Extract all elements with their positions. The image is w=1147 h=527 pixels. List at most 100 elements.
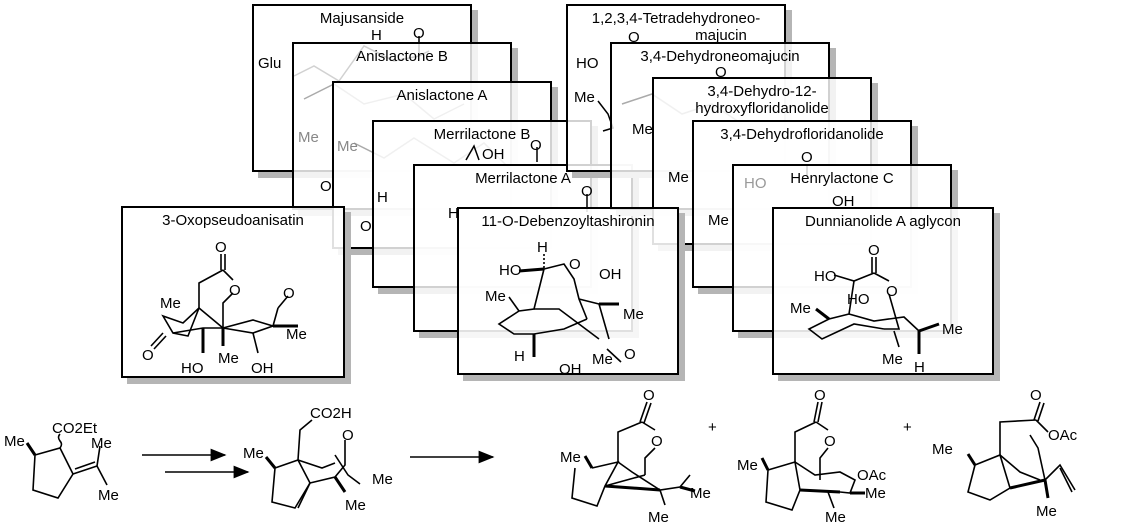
card-title: 1,2,3,4-Tetradehydroneo-majucin xyxy=(591,10,761,44)
svg-text:Me: Me xyxy=(98,487,119,504)
reaction-scheme: CO2Et Me Me Me CO2H O Me Me Me O O Me Me… xyxy=(4,387,1078,526)
svg-text:OH: OH xyxy=(599,266,622,283)
svg-text:OH: OH xyxy=(251,360,274,377)
svg-text:O: O xyxy=(413,25,425,42)
svg-text:Me: Me xyxy=(243,445,264,462)
structure-merrilactone-b: OH O H xyxy=(377,137,542,206)
svg-text:O: O xyxy=(624,346,636,363)
svg-text:O: O xyxy=(342,427,354,444)
svg-text:O: O xyxy=(801,149,813,166)
structure-henrylactone-c: OH HO xyxy=(744,175,855,210)
card-title: Dunnianolide A aglycon xyxy=(805,213,961,230)
card-title: Henrylactone C xyxy=(790,170,894,187)
svg-text:Me: Me xyxy=(4,433,25,450)
structure-3-oxopseudoanisatin: O O O Me Me O HO Me OH xyxy=(142,239,307,377)
structure-dunnianolide: O HO O HO Me Me Me H xyxy=(790,242,963,376)
svg-text:O: O xyxy=(868,242,880,259)
card-title: 3,4-Dehydroneomajucin xyxy=(640,48,800,65)
svg-text:O: O xyxy=(715,64,727,81)
svg-text:O: O xyxy=(581,183,593,200)
svg-text:OH: OH xyxy=(559,361,582,377)
svg-text:Me: Me xyxy=(790,300,811,317)
svg-text:O: O xyxy=(283,285,295,302)
svg-text:H: H xyxy=(514,348,525,365)
svg-text:O: O xyxy=(215,239,227,256)
card-title: Anislactone A xyxy=(396,87,488,104)
svg-text:O: O xyxy=(229,282,241,299)
svg-text:HO: HO xyxy=(814,268,837,285)
starting-material xyxy=(25,433,108,499)
svg-text:H: H xyxy=(537,239,548,256)
svg-text:Glu: Glu xyxy=(258,55,281,72)
svg-text:Me: Me xyxy=(708,212,729,229)
svg-text:Me: Me xyxy=(372,471,393,488)
product-2 xyxy=(760,401,865,511)
intermediate xyxy=(264,419,361,509)
svg-text:Me: Me xyxy=(345,497,366,514)
svg-text:Me: Me xyxy=(737,457,758,474)
svg-text:O: O xyxy=(814,387,826,404)
svg-text:Me: Me xyxy=(91,435,112,452)
card-11-o-debenzoyltashironin: 11-O-Debenzoyltashironin H O OH HO Me Me… xyxy=(457,207,679,377)
svg-text:Me: Me xyxy=(298,129,319,146)
card-title: Merrilactone A xyxy=(475,170,571,187)
card-title: 3,4-Dehydrofloridanolide xyxy=(720,126,884,143)
svg-text:CO2Et: CO2Et xyxy=(52,420,98,437)
card-title: 3-Oxopseudoanisatin xyxy=(162,212,304,229)
svg-text:Me: Me xyxy=(632,121,653,138)
svg-text:Me: Me xyxy=(648,509,669,526)
plus-sign: + xyxy=(903,419,912,436)
svg-text:Me: Me xyxy=(932,441,953,458)
svg-text:O: O xyxy=(1030,387,1042,404)
svg-text:O: O xyxy=(569,256,581,273)
svg-text:H: H xyxy=(448,205,459,222)
svg-text:Me: Me xyxy=(218,350,239,367)
svg-text:Me: Me xyxy=(485,288,506,305)
structure-tetradehydroneomajucin: O HO Me xyxy=(574,29,640,132)
svg-text:Me: Me xyxy=(160,295,181,312)
card-title: Anislactone B xyxy=(356,48,448,65)
svg-text:O: O xyxy=(530,137,542,154)
svg-text:Me: Me xyxy=(574,89,595,106)
svg-text:Me: Me xyxy=(337,138,358,155)
card-title: Merrilactone B xyxy=(433,126,531,143)
svg-text:OH: OH xyxy=(832,193,855,210)
product-1 xyxy=(571,401,696,507)
svg-text:HO: HO xyxy=(847,291,870,308)
card-3-oxopseudoanisatin: 3-Oxopseudoanisatin O O O Me Me O HO Me … xyxy=(121,206,345,378)
svg-text:O: O xyxy=(360,218,372,235)
svg-text:Me: Me xyxy=(942,321,963,338)
svg-text:Me: Me xyxy=(825,509,846,526)
svg-text:OAc: OAc xyxy=(1048,427,1078,444)
plus-sign: + xyxy=(708,419,717,436)
svg-text:Me: Me xyxy=(690,485,711,502)
svg-text:Me: Me xyxy=(1036,503,1057,520)
svg-text:HO: HO xyxy=(744,175,767,192)
svg-text:O: O xyxy=(643,387,655,404)
svg-text:Me: Me xyxy=(592,351,613,368)
svg-text:O: O xyxy=(651,433,663,450)
svg-text:OAc: OAc xyxy=(857,467,887,484)
svg-text:O: O xyxy=(320,178,332,195)
svg-text:OH: OH xyxy=(482,146,505,163)
svg-text:O: O xyxy=(142,347,154,364)
card-title: Majusanside xyxy=(319,10,405,27)
card-dunnianolide-a-aglycon: Dunnianolide A aglycon O HO O HO Me Me M… xyxy=(772,207,994,376)
card-title: 11-O-Debenzoyltashironin xyxy=(481,213,655,230)
svg-text:H: H xyxy=(377,189,388,206)
svg-text:Me: Me xyxy=(865,485,886,502)
svg-text:O: O xyxy=(886,283,898,300)
svg-text:HO: HO xyxy=(181,360,204,377)
svg-text:CO2H: CO2H xyxy=(310,405,352,422)
svg-text:O: O xyxy=(628,29,640,46)
structure-dehydro-12-hydroxyfloridanolide: Me xyxy=(668,169,689,186)
svg-text:H: H xyxy=(371,27,382,44)
structure-tashironin: H O OH HO Me Me H Me O OH xyxy=(485,239,644,377)
svg-text:HO: HO xyxy=(499,262,522,279)
svg-text:O: O xyxy=(824,433,836,450)
svg-text:Me: Me xyxy=(882,351,903,368)
svg-text:Me: Me xyxy=(560,449,581,466)
svg-text:Me: Me xyxy=(668,169,689,186)
svg-text:Me: Me xyxy=(623,306,644,323)
product-3 xyxy=(966,401,1076,501)
